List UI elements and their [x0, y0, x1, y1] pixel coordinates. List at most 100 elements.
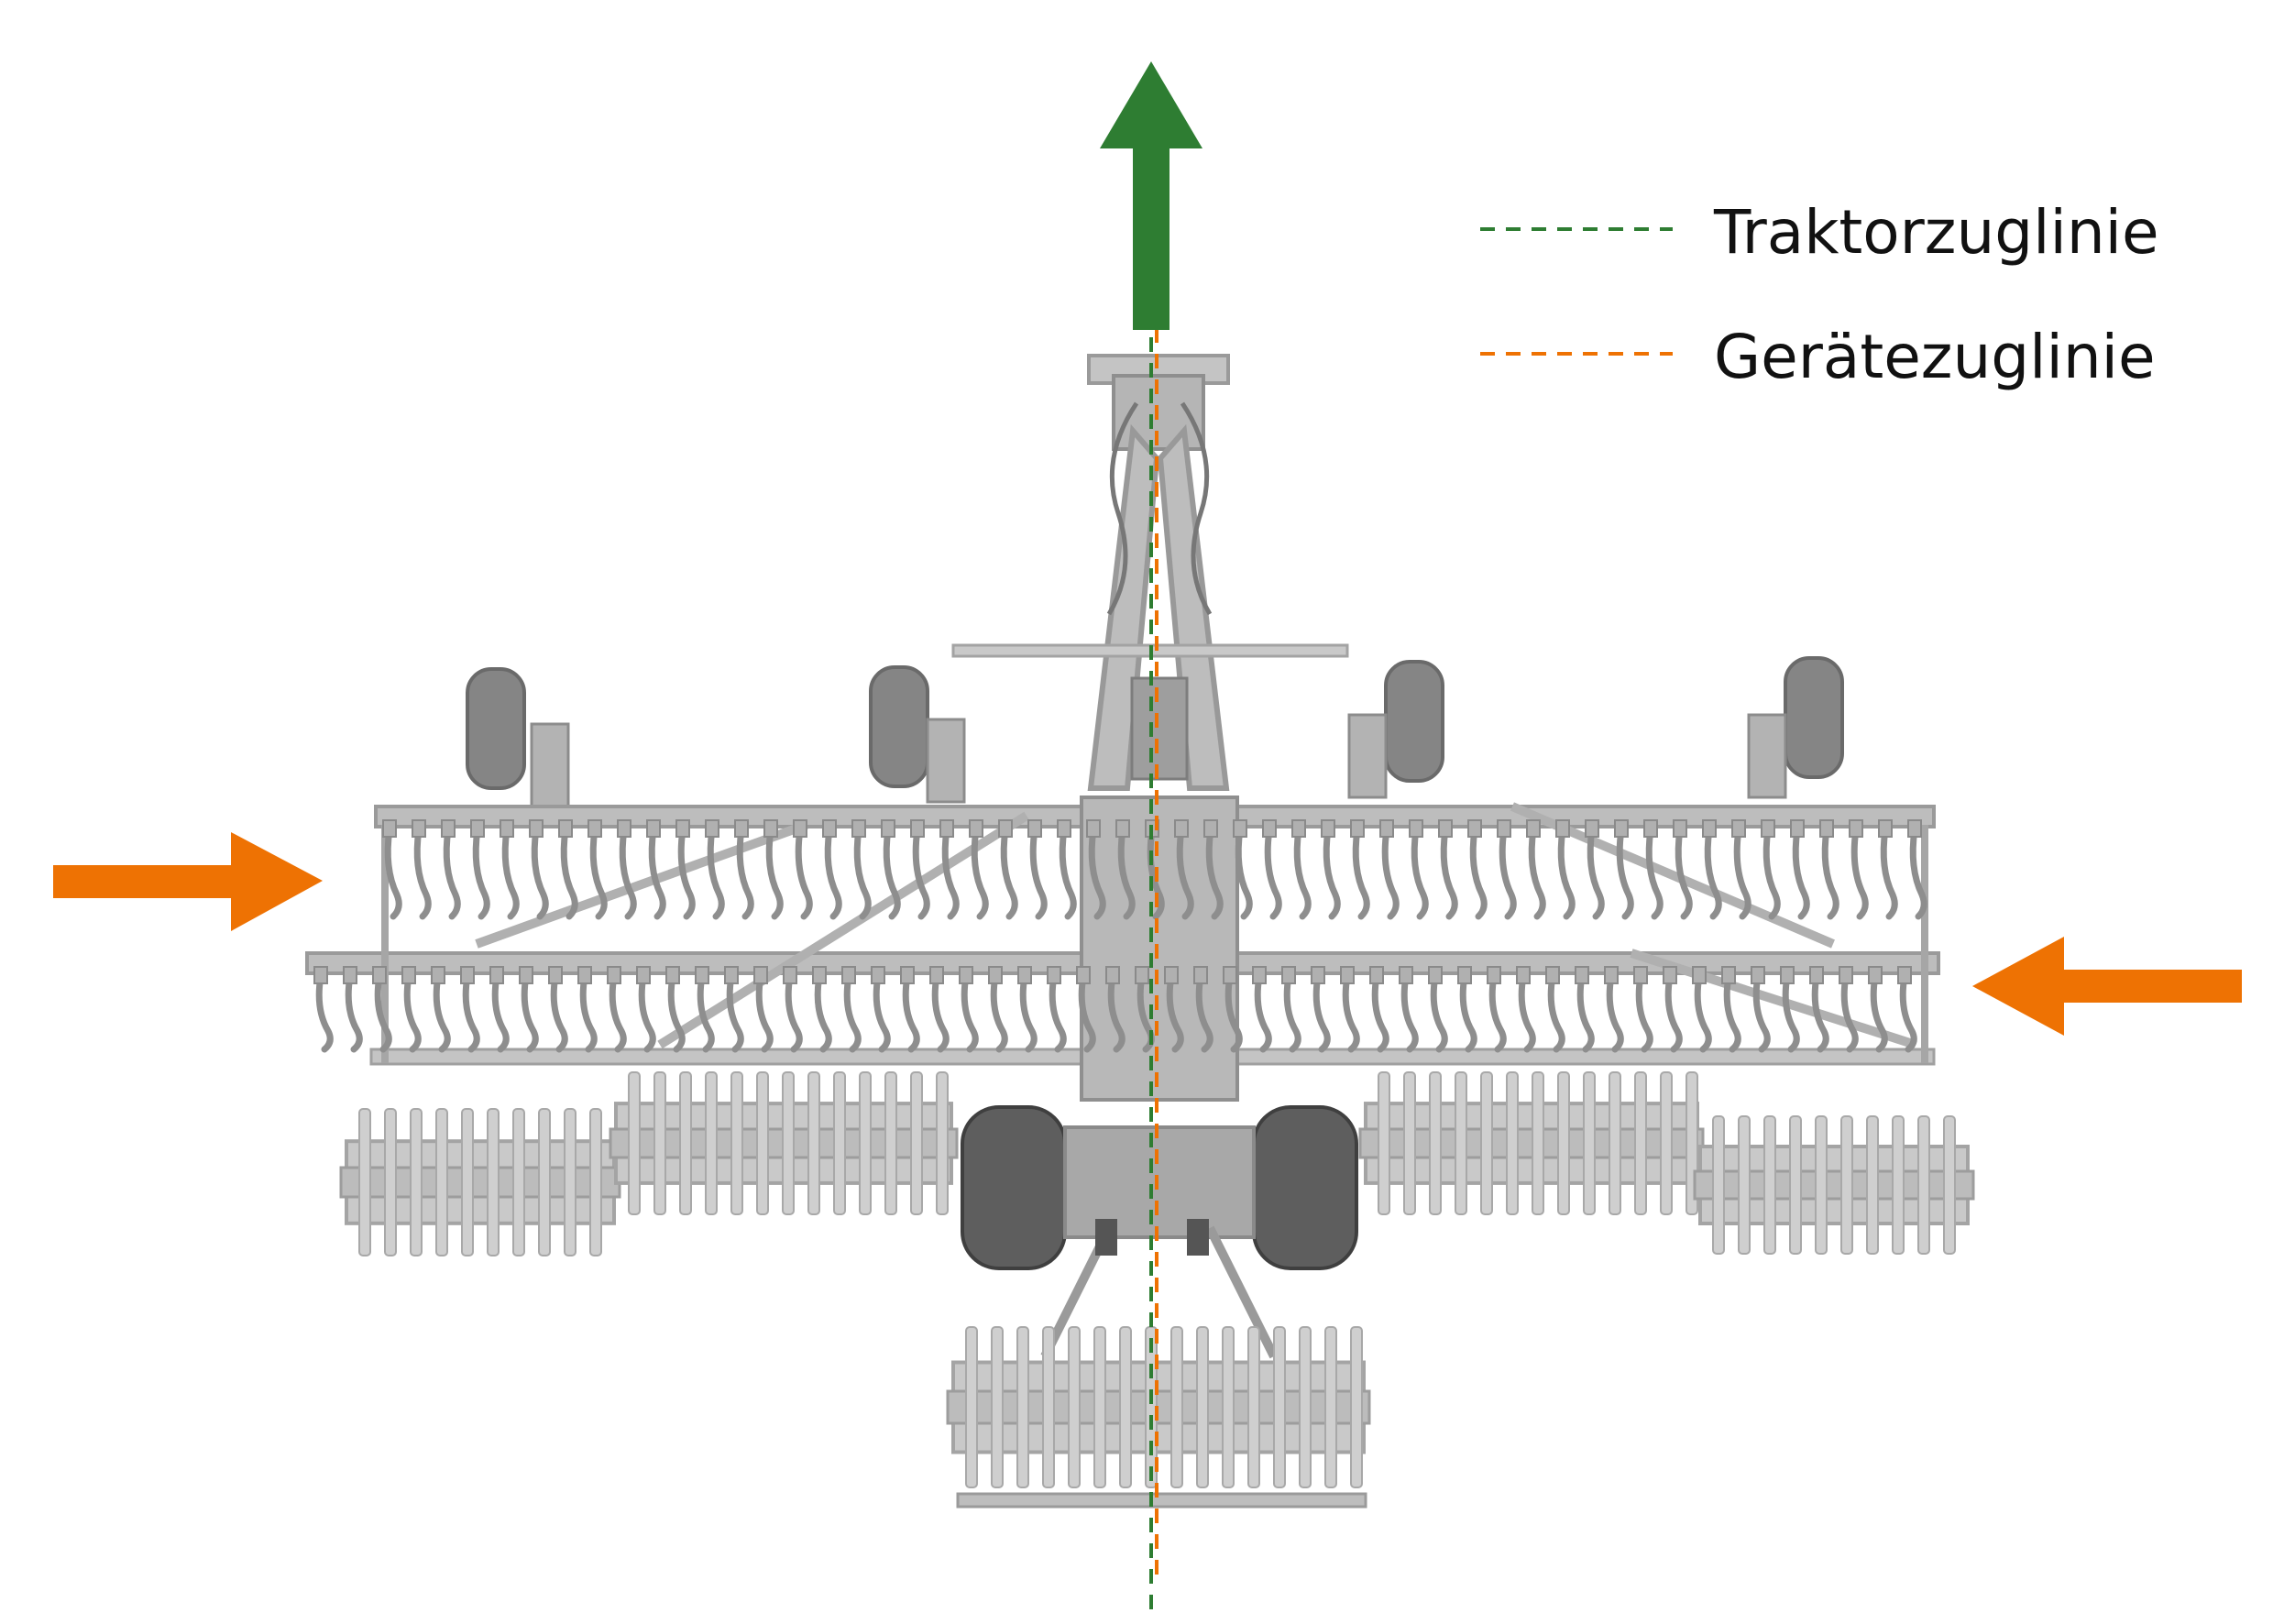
roller-center-rear-tooth: [1093, 1326, 1106, 1488]
disc-arm: [345, 972, 363, 1053]
disc-arm: [413, 826, 432, 920]
disc-arm-mount: [1575, 966, 1589, 984]
roller-left-inner-tooth: [679, 1071, 692, 1215]
disc-arm-mount: [959, 966, 973, 984]
disc-arm-mount: [763, 819, 778, 838]
arrow-left-icon: [1972, 937, 2242, 1036]
disc-arm-mount: [1027, 819, 1042, 838]
disc-arm: [1224, 972, 1243, 1053]
disc-arm: [941, 826, 960, 920]
roller-right-inner-tooth: [1403, 1071, 1416, 1215]
roller-left-inner-tooth: [756, 1071, 769, 1215]
roller-center-rear-tooth: [1273, 1326, 1286, 1488]
disc-arm: [971, 826, 989, 920]
disc-arm: [1488, 972, 1507, 1053]
disc-arm: [1792, 826, 1810, 920]
roller-center-rear-tooth: [991, 1326, 1004, 1488]
disc-arm: [667, 972, 686, 1053]
disc-arm-mount: [577, 966, 592, 984]
roller-left-inner-tooth: [730, 1071, 743, 1215]
disc-arm-mount: [675, 819, 690, 838]
roller-right-outer-tooth: [1840, 1115, 1853, 1255]
roller-right-inner-tooth: [1583, 1071, 1596, 1215]
disc-arm: [638, 972, 656, 1053]
disc-arm: [1528, 826, 1546, 920]
legend-item-implement: Gerätezuglinie: [1480, 322, 2156, 392]
disc-arm-mount: [998, 819, 1013, 838]
transport-wheels: [961, 1105, 1358, 1359]
disc-arm: [843, 972, 862, 1053]
disc-arm: [1029, 826, 1048, 920]
disc-arm: [1411, 826, 1429, 920]
roller-right-outer-tooth: [1815, 1115, 1828, 1255]
disc-arm-mount: [1721, 966, 1736, 984]
disc-arm: [384, 826, 402, 920]
disc-arm: [853, 826, 872, 920]
roller-right-inner-tooth: [1506, 1071, 1519, 1215]
disc-arm-mount: [753, 966, 768, 984]
disc-arm: [1762, 826, 1781, 920]
disc-arm: [1078, 972, 1096, 1053]
roller-left-inner-tooth: [859, 1071, 872, 1215]
disc-arm: [521, 972, 539, 1053]
disc-arm-mount: [460, 966, 475, 984]
disc-arm-mount: [646, 819, 661, 838]
disc-arm-mount: [1105, 966, 1120, 984]
disc-arm-mount: [1409, 819, 1423, 838]
disc-arm-mount: [1780, 966, 1795, 984]
roller-center-rear-tooth: [1222, 1326, 1235, 1488]
disc-arm: [1576, 972, 1595, 1053]
disc-arm-mount: [1164, 966, 1179, 984]
disc-arm-mount: [1174, 819, 1189, 838]
roller-left-inner-tooth: [884, 1071, 897, 1215]
disc-arm-mount: [851, 819, 866, 838]
disc-arm: [1235, 826, 1253, 920]
rear-bar: [956, 1492, 1367, 1509]
disc-arm: [531, 826, 549, 920]
disc-arm-mount: [1604, 966, 1619, 984]
disc-arm-mount: [1281, 966, 1296, 984]
roller-right-outer-tooth: [1866, 1115, 1879, 1255]
roller-right-inner-tooth: [1429, 1071, 1442, 1215]
roller-right-outer-tooth: [1738, 1115, 1751, 1255]
disc-arm-mount: [1115, 819, 1130, 838]
disc-arm: [961, 972, 979, 1053]
roller-left-outer-tooth: [589, 1108, 602, 1256]
disc-arm-mount: [1135, 966, 1149, 984]
disc-arm: [1811, 972, 1829, 1053]
disc-arm-mount: [1076, 966, 1091, 984]
disc-arm-mount: [1457, 966, 1472, 984]
disc-arm: [1323, 826, 1341, 920]
roller-left-inner-tooth: [705, 1071, 718, 1215]
disc-arm: [1166, 972, 1184, 1053]
disc-arm-mount: [695, 966, 709, 984]
arrow-right-icon: [53, 832, 323, 931]
disc-arm-mount: [734, 819, 749, 838]
roller-right-inner-tooth: [1609, 1071, 1621, 1215]
disc-arm: [1635, 972, 1653, 1053]
disc-arm: [765, 826, 784, 920]
disc-arm-mount: [871, 966, 885, 984]
disc-arm-mount: [724, 966, 739, 984]
disc-arm-mount: [1526, 819, 1541, 838]
roller-right-inner-tooth: [1532, 1071, 1544, 1215]
disc-arm: [1752, 972, 1771, 1053]
disc-arm: [1616, 826, 1634, 920]
disc-arm: [619, 826, 637, 920]
disc-arm: [550, 972, 568, 1053]
roller-right-outer-tooth: [1943, 1115, 1956, 1255]
disc-arm-mount: [929, 966, 944, 984]
roller-right-outer-tooth: [1712, 1115, 1725, 1255]
disc-arm: [1293, 826, 1312, 920]
disc-arm: [902, 972, 920, 1053]
disc-arm: [1019, 972, 1038, 1053]
disc-arm: [1733, 826, 1751, 920]
disc-arm: [1049, 972, 1067, 1053]
disc-arm: [1880, 826, 1898, 920]
disc-arm: [795, 826, 813, 920]
disc-arm: [726, 972, 744, 1053]
disc-arm-mount: [1086, 819, 1101, 838]
roller-center-rear-tooth: [1350, 1326, 1363, 1488]
disc-arm: [912, 826, 930, 920]
